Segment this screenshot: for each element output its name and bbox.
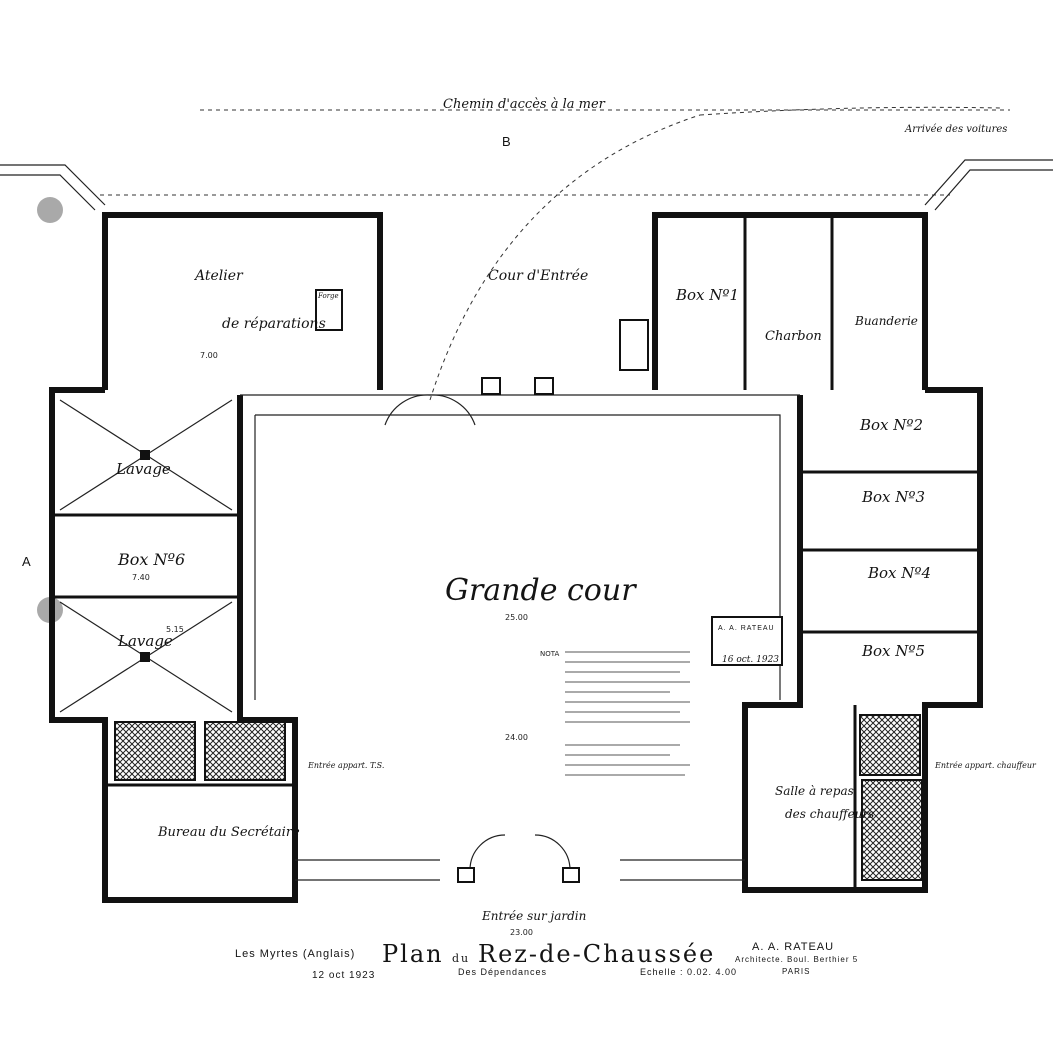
hatched-stair	[861, 779, 923, 881]
hatched-wc	[114, 721, 196, 781]
door-arc	[384, 394, 431, 426]
architect-stamp	[711, 616, 783, 666]
access-road-curve	[699, 106, 1001, 116]
room-label-entree-bureau: Entrée appart. T.S.	[307, 761, 384, 770]
dimension-court-height: 24.00	[505, 733, 528, 742]
stamp-date: 16 oct. 1923	[722, 655, 779, 665]
access-road-curve	[429, 114, 701, 401]
stamp-name: A. A. RATEAU	[718, 625, 775, 632]
gate-arc	[534, 834, 571, 871]
hatched-wc	[859, 714, 921, 776]
nota-label: NOTA	[540, 650, 559, 658]
project-name: Les Myrtes (Anglais)	[235, 948, 355, 960]
gate-post	[562, 867, 580, 883]
room-label-buanderie: Buanderie	[854, 314, 918, 328]
room-label-bureau: Bureau du Secrétaire	[157, 825, 300, 840]
wall-left-wing	[49, 387, 298, 903]
room-label-forge: Forge	[317, 292, 339, 300]
dimension-bottom: 23.00	[510, 928, 533, 937]
road-edge	[0, 174, 96, 211]
room-label-entree-jardin: Entrée sur jardin	[481, 909, 586, 923]
punch-hole	[37, 197, 63, 223]
forge-box	[619, 319, 649, 371]
room-label-salle-1: Salle à repas	[775, 784, 854, 798]
room-label-box4: Box Nº4	[867, 564, 931, 582]
wall-right-block	[652, 212, 928, 390]
room-label-box5: Box Nº5	[861, 642, 925, 660]
room-label-box6: Box Nº6	[117, 550, 185, 569]
room-label-box1: Box Nº1	[675, 286, 739, 304]
room-label-charbon: Charbon	[765, 329, 822, 344]
title-rez-de-chaussee: Rez-de-Chaussée	[478, 940, 715, 968]
road-edge	[924, 159, 1053, 206]
title-du: du	[452, 952, 470, 965]
gate-arc	[469, 834, 506, 871]
drain	[140, 450, 150, 460]
room-label-lavage-top: Lavage	[115, 460, 171, 478]
wall-right-wing	[742, 387, 983, 893]
axis-marker-top: B	[502, 134, 512, 149]
dimension-left-box: 7.40	[132, 573, 150, 582]
title-plan: Plan	[382, 940, 444, 968]
title-subtitle: Des Dépendances	[458, 967, 547, 977]
nota-text-lines	[565, 651, 690, 776]
drawing-date: 12 oct 1923	[312, 970, 375, 981]
gate-post	[457, 867, 475, 883]
room-label-box2: Box Nº2	[859, 416, 923, 434]
room-label-atelier: Atelier	[193, 268, 244, 284]
axis-marker-left: A	[22, 554, 32, 569]
room-label-box3: Box Nº3	[861, 488, 925, 506]
room-label-salle-2: des chauffeurs	[785, 807, 874, 821]
architect-city: PARIS	[782, 967, 810, 976]
room-label-cour-entree: Cour d'Entrée	[488, 268, 588, 284]
access-road-label: Chemin d'accès à la mer	[443, 97, 606, 112]
door-arc	[429, 394, 476, 426]
hatched-stair	[204, 721, 286, 781]
architect-address: Architecte. Boul. Berthier 5	[735, 955, 858, 964]
room-label-entree-appart: Entrée appart. chauffeur	[934, 761, 1037, 770]
pillar	[534, 377, 554, 395]
room-label-atelier-2: de réparations	[222, 316, 326, 332]
wall-atelier	[102, 212, 383, 390]
drain	[140, 652, 150, 662]
arrival-label: Arrivée des voitures	[904, 124, 1007, 135]
court-boundary	[255, 414, 781, 700]
room-label-lavage-bottom: Lavage	[117, 632, 173, 650]
road-edge	[934, 169, 1053, 211]
dimension-atelier: 7.00	[200, 351, 218, 360]
road-edge	[0, 164, 106, 206]
pillar	[481, 377, 501, 395]
dimension-right-box: 5.15	[166, 625, 184, 634]
drawing-scale: Echelle : 0.02. 4.00	[640, 967, 737, 977]
dimension-grande-cour: 25.00	[505, 613, 528, 622]
architect-name: A. A. RATEAU	[752, 941, 834, 953]
room-label-grande-cour: Grande cour	[445, 573, 637, 608]
forge-box	[315, 289, 343, 331]
